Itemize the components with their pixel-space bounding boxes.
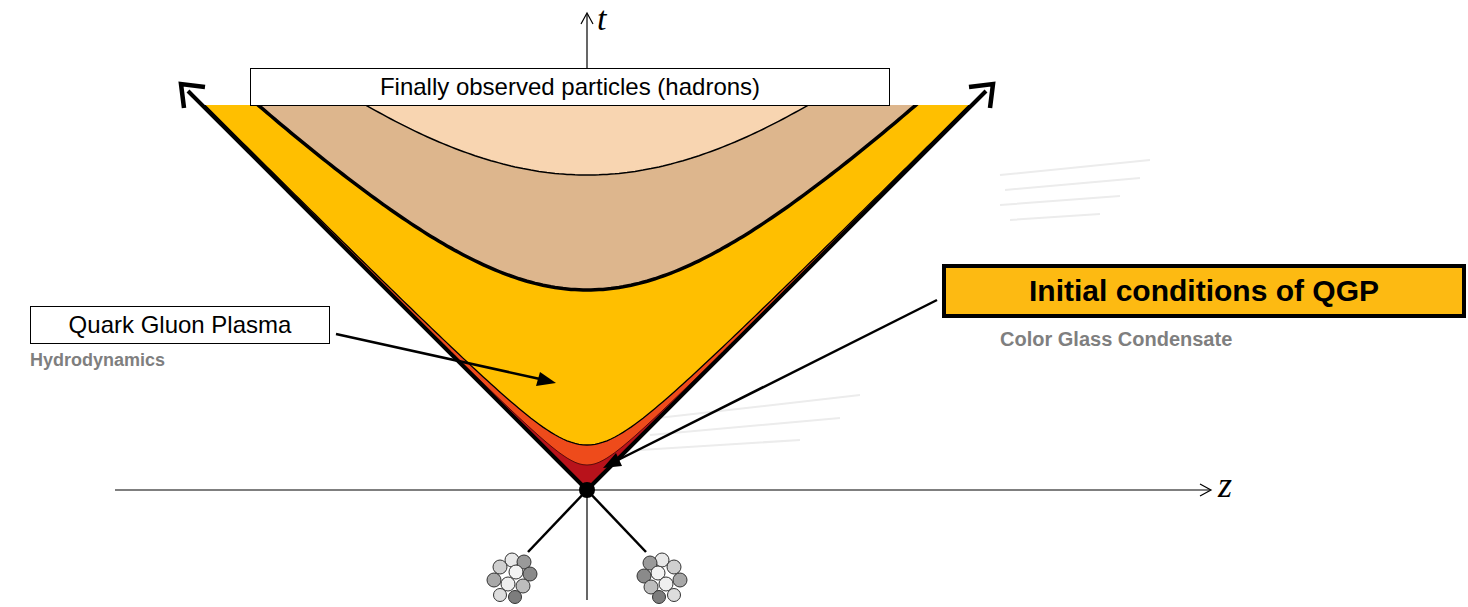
- leader-arrow: [618, 300, 937, 460]
- box-outline: Initial conditions of QGP: [942, 264, 1466, 318]
- nucleon: [667, 560, 681, 574]
- nucleon: [493, 560, 507, 574]
- box-outline: Quark Gluon Plasma: [30, 306, 330, 344]
- z-axis: [115, 489, 1210, 490]
- nucleon: [509, 591, 522, 604]
- label-box: Initial conditions of QGPColor Glass Con…: [942, 264, 1466, 318]
- nucleon: [673, 573, 687, 587]
- label-box: Quark Gluon PlasmaHydrodynamics: [30, 306, 330, 344]
- collision-point: [579, 482, 595, 498]
- streak: [1000, 160, 1150, 220]
- box-subtitle: Hydrodynamics: [30, 350, 165, 371]
- box-title: Finally observed particles (hadrons): [380, 73, 760, 101]
- light-cone-layers: [67, 0, 1107, 490]
- cone-arrowhead: [181, 84, 205, 108]
- light-cone-edge: [188, 91, 587, 490]
- proper-time-curve: [67, 0, 1107, 465]
- box-title: Quark Gluon Plasma: [69, 311, 292, 339]
- cone-arrowhead: [969, 84, 993, 108]
- freezeout-curve: [67, 0, 1107, 290]
- proper-time-curve: [67, 0, 1107, 175]
- proper-time-curve: [67, 0, 1107, 445]
- leader-arrowhead: [536, 372, 556, 386]
- free-streaming-region: [67, 0, 1107, 175]
- axis-arrowhead: [581, 13, 593, 24]
- nucleon: [653, 591, 666, 604]
- nucleon: [509, 565, 523, 579]
- box-outline: Finally observed particles (hadrons): [250, 68, 890, 106]
- axis-arrowhead: [1200, 484, 1211, 496]
- box-subtitle: Color Glass Condensate: [1000, 328, 1232, 351]
- nucleus-trajectory: [587, 490, 646, 552]
- box-title: Initial conditions of QGP: [1029, 274, 1379, 308]
- nucleus: [637, 553, 687, 604]
- axis-label: z: [1218, 466, 1232, 506]
- label-box: Finally observed particles (hadrons): [250, 68, 890, 106]
- nucleon: [494, 589, 507, 602]
- light-cone-edge: [587, 91, 986, 490]
- leader-arrowhead: [603, 453, 622, 468]
- nucleon: [487, 573, 501, 587]
- nucleon: [668, 589, 681, 602]
- nucleus-trajectory: [528, 490, 587, 552]
- axis-label: t: [597, 0, 606, 37]
- nucleus: [487, 553, 537, 604]
- leader-arrow: [336, 334, 540, 379]
